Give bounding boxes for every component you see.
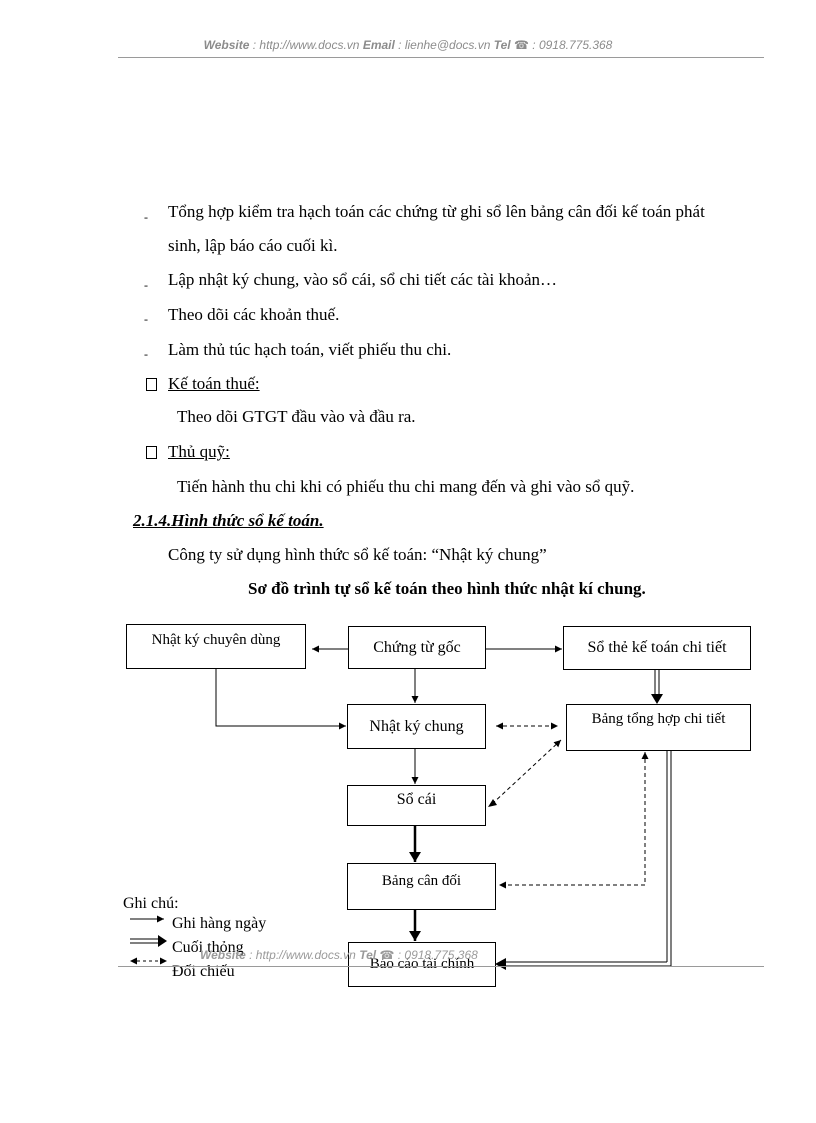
node-bang-tong-hop-chi-tiet: Bảng tổng hợp chi tiết bbox=[566, 704, 751, 751]
bullet-dash: - bbox=[144, 278, 148, 292]
phone-icon: ☎ bbox=[379, 948, 395, 962]
node-chung-tu-goc: Chứng từ gốc bbox=[348, 626, 486, 669]
bullet-4: Làm thủ túc hạch toán, viết phiếu thu ch… bbox=[168, 340, 452, 359]
legend-title: Ghi chú: bbox=[123, 895, 179, 912]
section-thu-quy-title: Thủ quỹ: bbox=[168, 442, 230, 461]
node-bang-can-doi: Bảng cân đối bbox=[347, 863, 496, 910]
header-email-value: : lienhe@docs.vn bbox=[394, 38, 494, 52]
checkbox-icon bbox=[146, 446, 157, 459]
checkbox-icon bbox=[146, 378, 157, 391]
bullet-dash: - bbox=[144, 210, 148, 224]
section-ke-toan-thue-title: Kế toán thuế: bbox=[168, 374, 260, 393]
node-so-cai: Sổ cái bbox=[347, 785, 486, 826]
bullet-1-line-1: Tổng hợp kiểm tra hạch toán các chứng từ… bbox=[168, 202, 705, 221]
bullet-3: Theo dõi các khoản thuế. bbox=[168, 305, 340, 324]
header-tel-label: Tel bbox=[493, 38, 511, 52]
node-so-the-ke-toan-chi-tiet: Sổ thẻ kế toán chi tiết bbox=[563, 626, 751, 670]
footer-website-value: : http://www.docs.vn bbox=[245, 948, 360, 962]
section-ke-toan-thue-text: Theo dõi GTGT đầu vào và đầu ra. bbox=[177, 407, 416, 426]
section-text: Công ty sử dụng hình thức sổ kế toán: “N… bbox=[168, 545, 547, 564]
legend-daily: Ghi hàng ngày bbox=[172, 915, 267, 932]
footer-tel-value: : 0918.775.368 bbox=[394, 948, 478, 962]
section-thu-quy-text: Tiến hành thu chi khi có phiếu thu chi m… bbox=[177, 477, 635, 496]
node-nhat-ky-chung: Nhật ký chung bbox=[347, 704, 486, 749]
section-heading: 2.1.4.Hình thức sổ kế toán. bbox=[133, 511, 324, 530]
header-email-label: Email bbox=[362, 38, 395, 52]
footer-website-label: Website bbox=[200, 948, 246, 962]
legend-check: Đối chiếu bbox=[172, 963, 235, 980]
phone-icon: ☎ bbox=[513, 38, 529, 52]
page-header: Website : http://www.docs.vn Email : lie… bbox=[0, 38, 816, 52]
header-website-value: : http://www.docs.vn bbox=[249, 38, 363, 52]
bullet-dash: - bbox=[144, 312, 148, 326]
bullet-1-line-2: sinh, lập báo cáo cuối kì. bbox=[168, 236, 338, 255]
bullet-dash: - bbox=[144, 347, 148, 361]
header-website-label: Website bbox=[203, 38, 250, 52]
node-bao-cao-tai-chinh: Báo cáo tài chính bbox=[348, 942, 496, 987]
node-nhat-ky-chuyen-dung: Nhật ký chuyên dùng bbox=[126, 624, 306, 669]
legend-period-end: Cuối thỏng bbox=[172, 939, 244, 956]
bullet-2: Lập nhật ký chung, vào sổ cái, sổ chi ti… bbox=[168, 270, 557, 289]
header-rule bbox=[118, 57, 764, 58]
page-footer: Website : http://www.docs.vn Tel ☎ : 091… bbox=[200, 948, 478, 962]
footer-tel-label: Tel bbox=[359, 948, 377, 962]
footer-rule bbox=[118, 966, 764, 967]
header-tel-value: : 0918.775.368 bbox=[528, 38, 613, 52]
diagram-title: Sơ đồ trình tự sổ kế toán theo hình thức… bbox=[248, 579, 646, 598]
